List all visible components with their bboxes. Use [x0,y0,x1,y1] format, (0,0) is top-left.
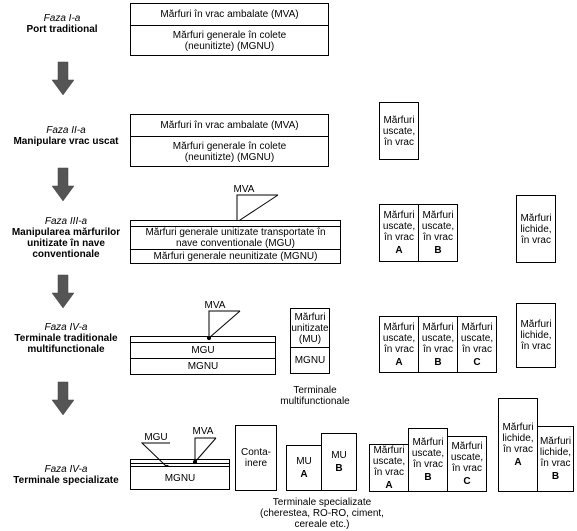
phase-label-4: Faza IV-a Terminale traditionale multifu… [4,322,128,355]
p4-mgnu-text: MGNU [187,361,219,372]
phase-label-5: Faza IV-a Terminale specializate [4,464,128,486]
p5-dry-bulk-b: Mărfuri uscate, în vrac B [408,428,448,492]
p1-mgnu-text: Mărfuri generale în colete (neunitizte) … [172,29,287,52]
phase-name: Faza IV-a [44,322,88,333]
p5-mu-a-box: MU A [286,445,322,491]
phase-name: Faza IV-a [44,464,88,475]
p4-liquid-text: Mărfuri lichide, în vrac [520,319,552,352]
arrow-1-icon [51,61,75,96]
p4-multifunctional-caption: Terminale multifunctionale [280,385,350,407]
p5-dry-bulk-a: Mărfuri uscate, în vrac A [369,444,409,492]
p4-dry-c-text: Mărfuri uscate, în vrac [460,321,494,355]
p5-liquid-bulk-a: Mărfuri lichide, în vrac A [498,398,538,492]
arrow-2-icon [51,167,75,202]
p5-mgnu-box: MGNU [130,466,230,490]
p5-liquid-bulk-b: Mărfuri lichide, în vrac B [537,426,574,492]
p4-mgnu2-box: MGNU [290,347,330,374]
arrow-4-icon [51,381,75,416]
phase-name: Faza III-a [44,216,88,227]
p4-callout-line [208,310,240,338]
p2-mgnu-text: Mărfuri generale în colete (neunitizte) … [172,140,287,163]
p3-dry-b-letter: B [434,245,442,256]
phase-name: Faza I-a [43,13,81,24]
p4-mva-callout: MVA [204,300,226,311]
p4-dry-a-text: Mărfuri uscate, în vrac [382,321,416,355]
p5-liquid-b-text: Mărfuri lichide, în vrac [539,436,572,469]
p5-mva-callout-line [194,437,216,462]
p5-mgnu-text: MGNU [164,472,196,484]
p3-mgnu-box: Mărfuri generale neunitizate (MGNU) [130,249,341,264]
p5-liquid-b-letter: B [551,471,560,482]
p3-dry-b-text: Mărfuri uscate, în vrac [421,210,455,243]
p5-mva-callout: MVA [192,426,214,437]
p1-mva-text: Mărfuri în vrac ambalate (MVA) [160,9,299,20]
p5-dry-b-letter: B [424,472,432,483]
p3-mgu-box: Mărfuri generale unitizate transportate … [130,220,341,250]
phase-label-1: Faza I-a Port traditional [14,13,110,35]
p4-mgu-text: MGU [191,345,215,356]
p5-mgu-callout: MGU [144,432,168,443]
p4-liquid-bulk: Mărfuri lichide, în vrac [516,303,556,368]
phase-label-3: Faza III-a Manipularea mărfurilor unitiz… [4,216,128,260]
p5-thin-line [130,463,230,464]
p5-containers-text: Conta-inere [241,447,272,469]
p4-mgu-box: MGU [130,342,276,359]
p5-containers-box: Conta-inere [235,425,277,491]
p5-liquid-a-letter: A [514,457,522,468]
p3-mgu-text: Mărfuri generale unitizate transportate … [145,227,326,249]
p3-dry-a-letter: A [395,245,403,256]
p5-specialized-caption: Terminale specializate (cherestea, RO-RO… [260,497,384,530]
p4-mgnu2-text: MGNU [294,355,326,366]
p3-mgnu-text: Mărfuri generale neunitizate (MGNU) [153,251,318,262]
phase-title: Manipularea mărfurilor unitizate în nave… [11,227,121,260]
phase-label-2: Faza II-a Manipulare vrac uscat [4,125,128,147]
p5-dry-b-text: Mărfuri uscate, în vrac [411,437,445,470]
p3-dry-a-text: Mărfuri uscate, în vrac [382,210,416,243]
p4-mu-box: Mărfuri unitizate (MU) [290,308,330,348]
p4-dry-bulk-b: Mărfuri uscate, în vrac B [418,316,458,373]
p4-dry-bulk-c: Mărfuri uscate, în vrac C [457,316,497,373]
p4-mu-text: Mărfuri unitizate (MU) [291,311,329,345]
phase-title: Manipulare vrac uscat [13,136,119,147]
p3-liquid-text: Mărfuri lichide, în vrac [520,212,552,246]
p5-liquid-a-text: Mărfuri lichide, în vrac [502,422,534,455]
p5-mu-b-text: MU [331,450,347,461]
phase-title: Terminale specializate [13,475,119,486]
p3-divider [130,226,341,227]
phase-title: Port traditional [26,24,98,35]
p3-callout-line [236,194,278,222]
p3-liquid-bulk: Mărfuri lichide, în vrac [516,195,556,263]
p5-mu-b-box: MU B [321,433,357,491]
p5-mu-a-text: MU [296,456,312,467]
p4-dry-b-text: Mărfuri uscate, în vrac [421,321,455,355]
p1-mva-box: Mărfuri în vrac ambalate (MVA) [130,3,329,26]
p5-dry-a-text: Mărfuri uscate, în vrac [372,445,406,478]
p2-mgnu-box: Mărfuri generale în colete (neunitizte) … [130,136,329,167]
phase-title: Terminale traditionale multifunctionale [14,333,118,355]
p4-dry-b-letter: B [434,356,442,368]
p5-dry-a-letter: A [385,480,393,491]
p2-mva-box: Mărfuri în vrac ambalate (MVA) [130,114,329,137]
arrow-3-icon [51,274,75,309]
p2-mva-text: Mărfuri în vrac ambalate (MVA) [160,120,299,131]
p4-dry-bulk-a: Mărfuri uscate, în vrac A [379,316,419,373]
p5-dry-c-text: Mărfuri uscate, în vrac [450,441,484,474]
p1-mgnu-box: Mărfuri generale în colete (neunitizte) … [130,25,329,56]
p5-dry-bulk-c: Mărfuri uscate, în vrac C [447,436,487,492]
p2-dry-bulk-box: Mărfuri uscate, în vrac [379,102,419,160]
p4-dry-a-letter: A [395,356,403,368]
p3-mva-callout: MVA [233,184,255,195]
p3-dry-bulk-a: Mărfuri uscate, în vrac A [379,204,419,262]
p3-dry-bulk-b: Mărfuri uscate, în vrac B [418,204,458,262]
p2-dry-bulk-text: Mărfuri uscate, în vrac [382,114,416,148]
p4-dry-c-letter: C [473,356,481,368]
phase-name: Faza II-a [46,125,86,136]
p5-mu-a-letter: A [300,469,308,480]
p5-mu-b-letter: B [335,463,343,474]
p5-dry-c-letter: C [463,476,471,487]
p4-mgnu-box: MGNU [130,358,276,375]
